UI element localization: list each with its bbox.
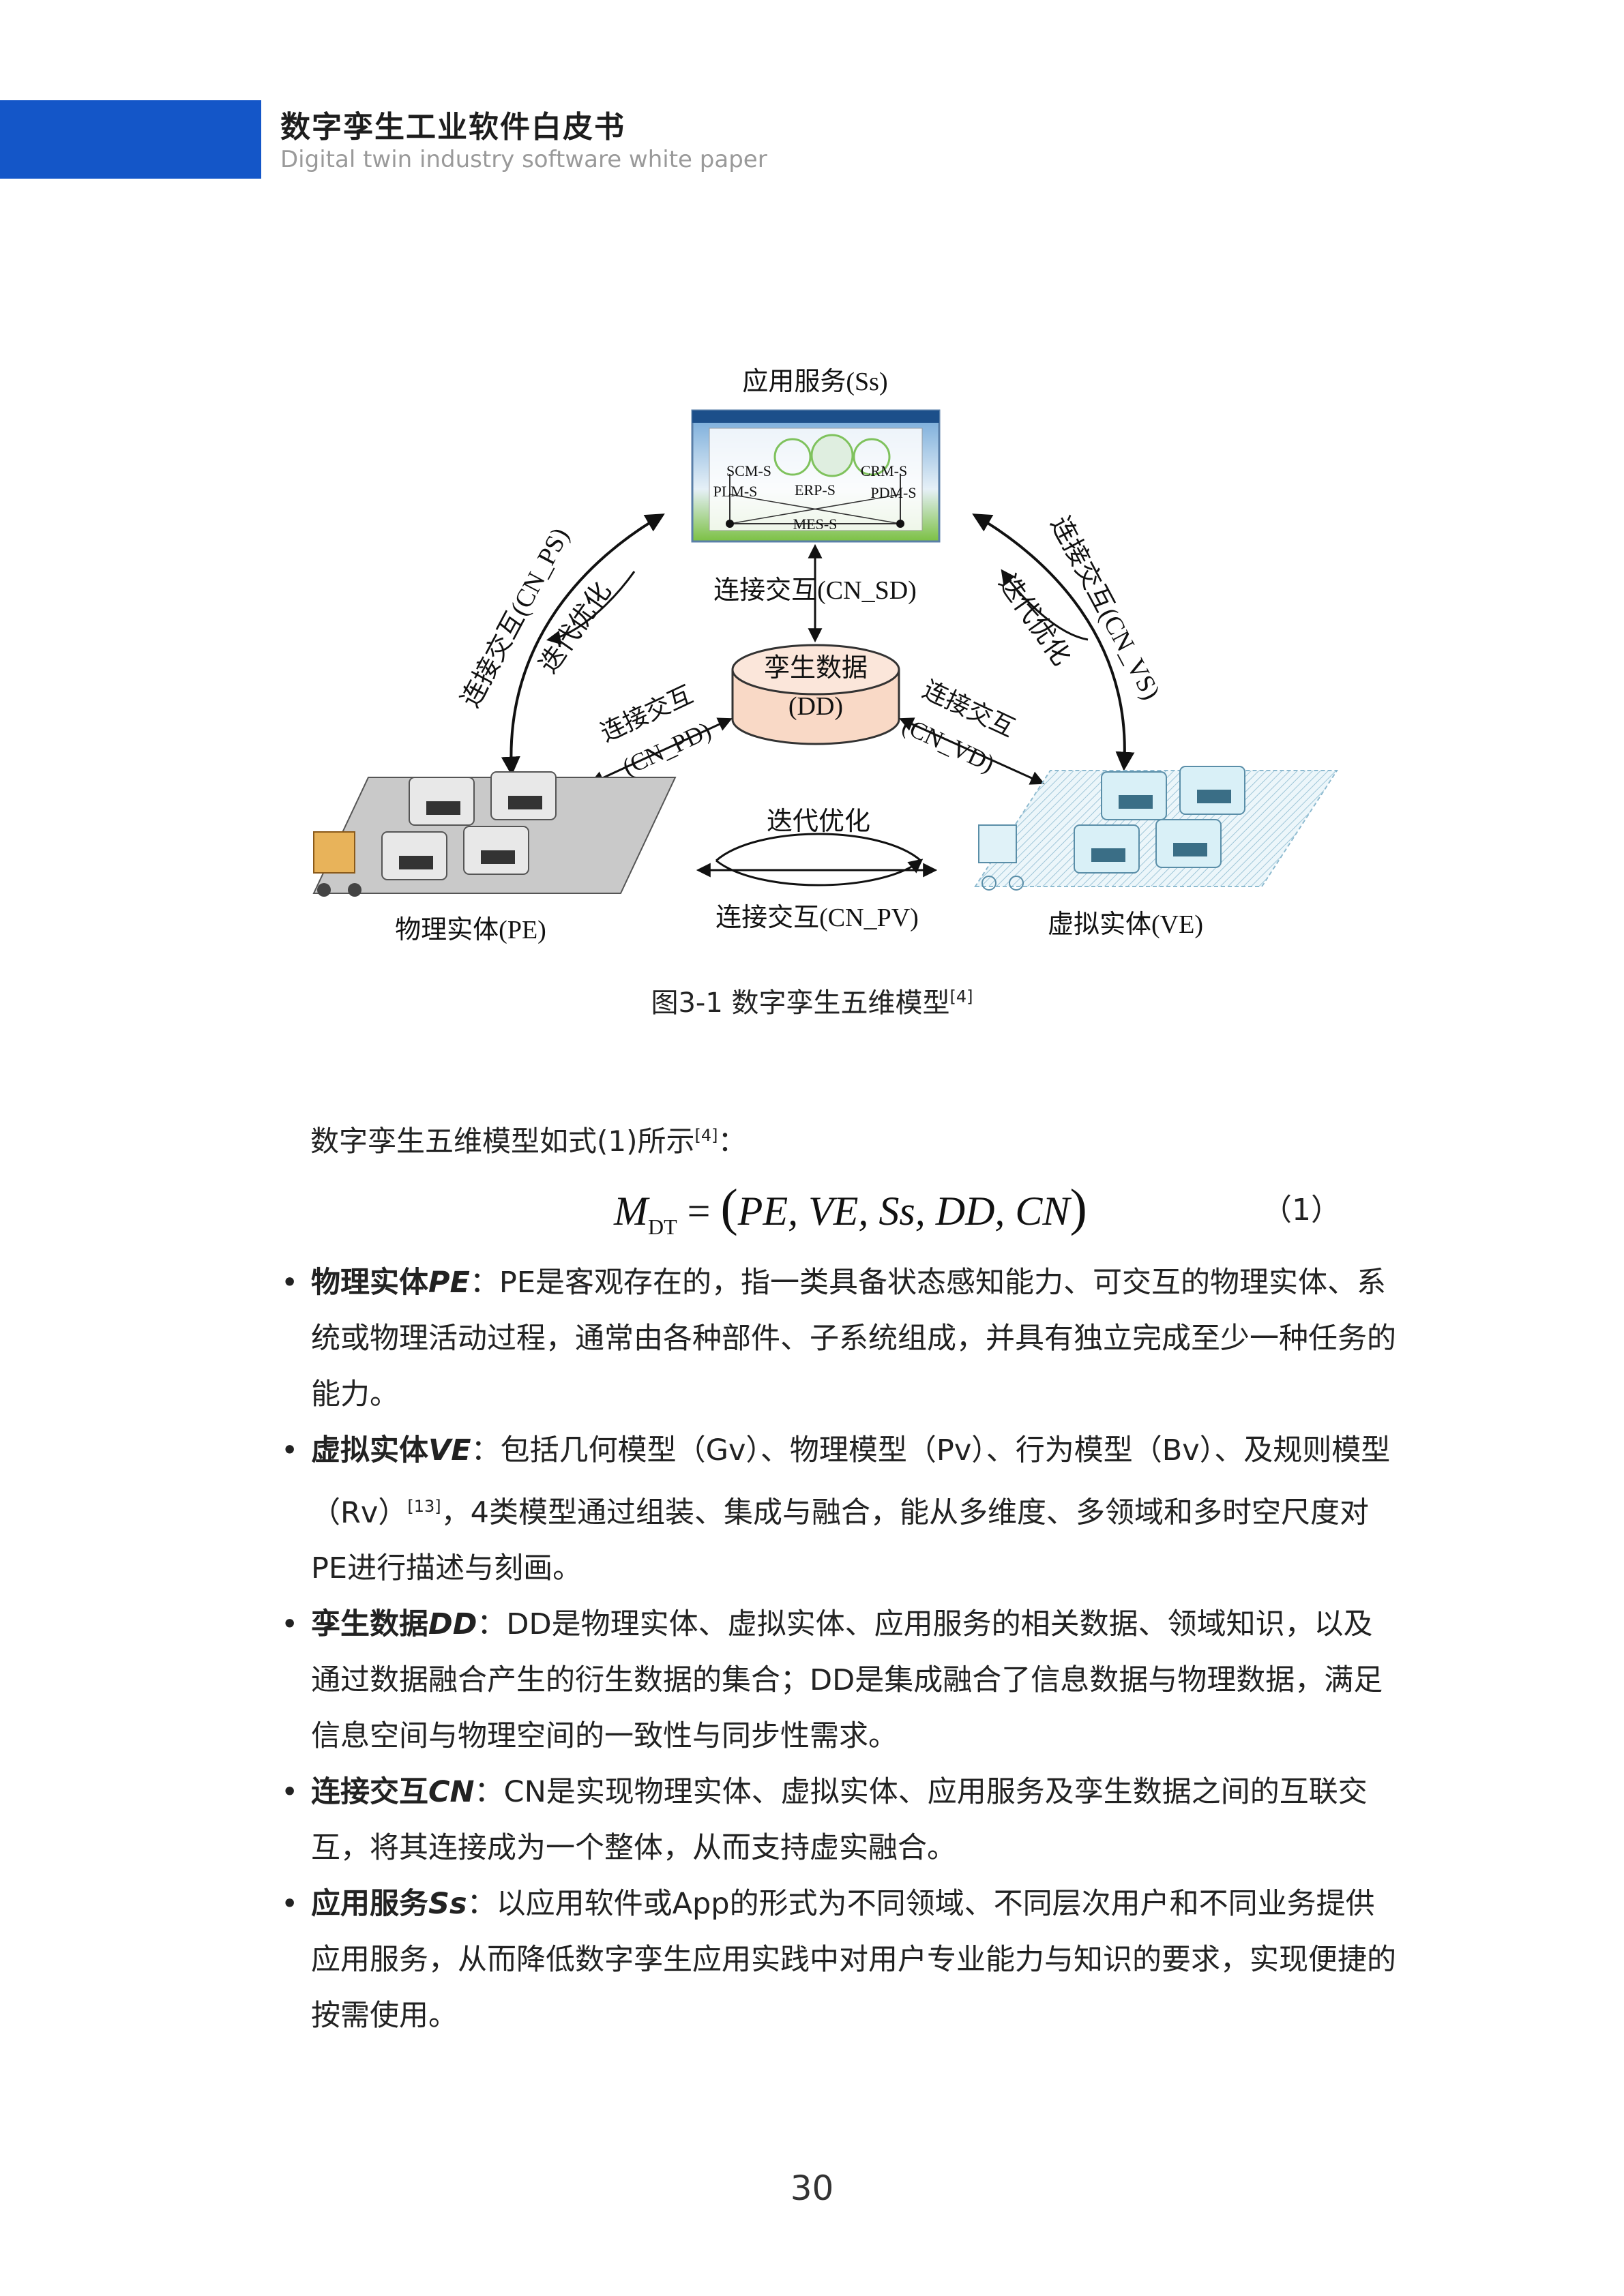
dd-colon: ：: [477, 1607, 507, 1642]
ve-term: 虚拟实体: [311, 1433, 428, 1467]
virtual-entity-illustration: [974, 766, 1338, 891]
cn-text: CN是实现物理实体、虚拟实体、应用服务及孪生数据之间的互联交互，将其连接成为一个…: [311, 1775, 1368, 1866]
formula-number: （1）: [1262, 1193, 1341, 1227]
ve-label: 虚拟实体(VE): [1048, 910, 1203, 939]
formula-lhs-sub: DT: [647, 1214, 677, 1239]
caption-ref: [4]: [949, 987, 973, 1007]
formula-lhs: M: [614, 1189, 648, 1234]
header-accent-bar: [0, 100, 261, 179]
iter-bottom-label: 迭代优化: [767, 807, 870, 836]
cn-abbr: CN: [428, 1775, 475, 1810]
intro-ref: [4]: [694, 1126, 718, 1145]
formula-close-paren: ): [1069, 1179, 1087, 1236]
ss-colon: ：: [467, 1887, 497, 1922]
cn-sd-label: 连接交互(CN_SD): [713, 576, 917, 605]
cn-vs-label: 连接交互(CN_VS): [1045, 512, 1166, 705]
header-subtitle: Digital twin industry software white pap…: [280, 146, 767, 173]
list-item-cn: • 连接交互CN：CN是实现物理实体、虚拟实体、应用服务及孪生数据之间的互联交互…: [281, 1775, 1368, 1866]
ve-text-before-ref: 包括几何模型（Gv）、物理模型（Pv）、行为模型（Bv）、及规则模型（Rv）: [311, 1433, 1391, 1530]
pe-text: PE是客观存在的，指一类具备状态感知能力、可交互的物理实体、系统或物理活动过程，…: [311, 1266, 1396, 1412]
ss-text: 以应用软件或App的形式为不同领域、不同层次用户和不同业务提供应用服务，从而降低…: [311, 1887, 1396, 2033]
list-item-ss: • 应用服务Ss：以应用软件或App的形式为不同领域、不同层次用户和不同业务提供…: [281, 1887, 1396, 2033]
page-number: 30: [790, 2168, 834, 2208]
cn-pd-arrow: [589, 717, 733, 785]
header-title: 数字孪生工业软件白皮书: [280, 110, 625, 145]
dd-abbr: DD: [428, 1607, 477, 1642]
pe-colon: ：: [469, 1266, 499, 1300]
cn-vd-arrow: [899, 717, 1045, 785]
screen-node-plm: PLM-S: [713, 483, 758, 500]
formula-intro: 数字孪生五维模型如式(1)所示[4]：: [310, 1118, 747, 1160]
dd-label-line1: 孪生数据: [764, 654, 868, 683]
screen-node-scm: SCM-S: [726, 462, 771, 479]
caption-text: 图3-1 数字孪生五维模型: [651, 987, 950, 1019]
ve-ref: [13]: [407, 1497, 441, 1516]
screen-node-erp: ERP-S: [795, 481, 836, 498]
iter-right-label: 迭代优化: [993, 569, 1076, 671]
dd-term: 孪生数据: [311, 1607, 428, 1642]
cn-term: 连接交互: [311, 1775, 428, 1810]
list-item-pe: • 物理实体PE：PE是客观存在的，指一类具备状态感知能力、可交互的物理实体、系…: [281, 1266, 1396, 1412]
twin-data-cylinder: 孪生数据 (DD): [731, 644, 900, 745]
list-item-ve: • 虚拟实体VE：包括几何模型（Gv）、物理模型（Pv）、行为模型（Bv）、及规…: [281, 1433, 1391, 1586]
definition-list: • 物理实体PE：PE是客观存在的，指一类具备状态感知能力、可交互的物理实体、系…: [281, 1255, 1400, 2044]
cn-colon: ：: [474, 1775, 504, 1810]
iter-right-arrow: [1001, 569, 1089, 641]
list-item-dd: • 孪生数据DD：DD是物理实体、虚拟实体、应用服务的相关数据、领域知识，以及通…: [281, 1607, 1383, 1754]
ve-colon: ：: [471, 1433, 501, 1467]
cn-pv-label: 连接交互(CN_PV): [715, 904, 919, 932]
ss-abbr: Ss: [428, 1887, 467, 1922]
pe-abbr: PE: [428, 1266, 470, 1300]
five-dimension-model-figure: 应用服务(Ss) SCM-S CRM-S PLM-S ERP-S PDM-S M…: [293, 355, 1357, 955]
screen-node-mes: MES-S: [793, 516, 838, 533]
formula-body: PE, VE, Ss, DD, CN: [737, 1189, 1070, 1234]
screen-node-crm: CRM-S: [861, 462, 907, 479]
cn-ps-label: 连接交互(CN_PS): [456, 523, 575, 712]
iter-bottom-arrow-upper: [715, 833, 921, 862]
dd-label-line2: (DD): [788, 692, 843, 721]
intro-colon: ：: [718, 1124, 747, 1158]
pe-label: 物理实体(PE): [395, 916, 546, 944]
pe-term: 物理实体: [311, 1266, 428, 1300]
physical-entity-illustration: [312, 771, 677, 897]
formula-open-paren: (: [720, 1179, 738, 1236]
formula-equation: MDT = (PE, VE, Ss, DD, CN): [614, 1178, 1087, 1239]
intro-text: 数字孪生五维模型如式(1)所示: [310, 1124, 695, 1158]
dd-text: DD是物理实体、虚拟实体、应用服务的相关数据、领域知识，以及通过数据融合产生的衍…: [311, 1607, 1383, 1754]
cn-vs-arrow: [972, 513, 1135, 771]
formula-eq: =: [677, 1189, 721, 1234]
cn-ps-arrow: [501, 513, 665, 776]
iter-bottom-arrow-lower: [715, 859, 924, 886]
ss-term: 应用服务: [311, 1887, 428, 1922]
figure-caption: 图3-1 数字孪生五维模型[4]: [0, 981, 1624, 1020]
ve-text-after-ref: ，4类模型通过组装、集成与融合，能从多维度、多领域和多时空尺度对PE进行描述与刻…: [311, 1495, 1369, 1586]
ve-abbr: VE: [428, 1433, 471, 1467]
figure-diagram: 应用服务(Ss) SCM-S CRM-S PLM-S ERP-S PDM-S M…: [312, 368, 1338, 944]
screen-node-pdm: PDM-S: [870, 484, 916, 501]
app-services-screen: SCM-S CRM-S PLM-S ERP-S PDM-S MES-S: [691, 409, 941, 543]
app-services-label: 应用服务(Ss): [742, 368, 887, 396]
iter-left-arrow: [546, 571, 636, 645]
